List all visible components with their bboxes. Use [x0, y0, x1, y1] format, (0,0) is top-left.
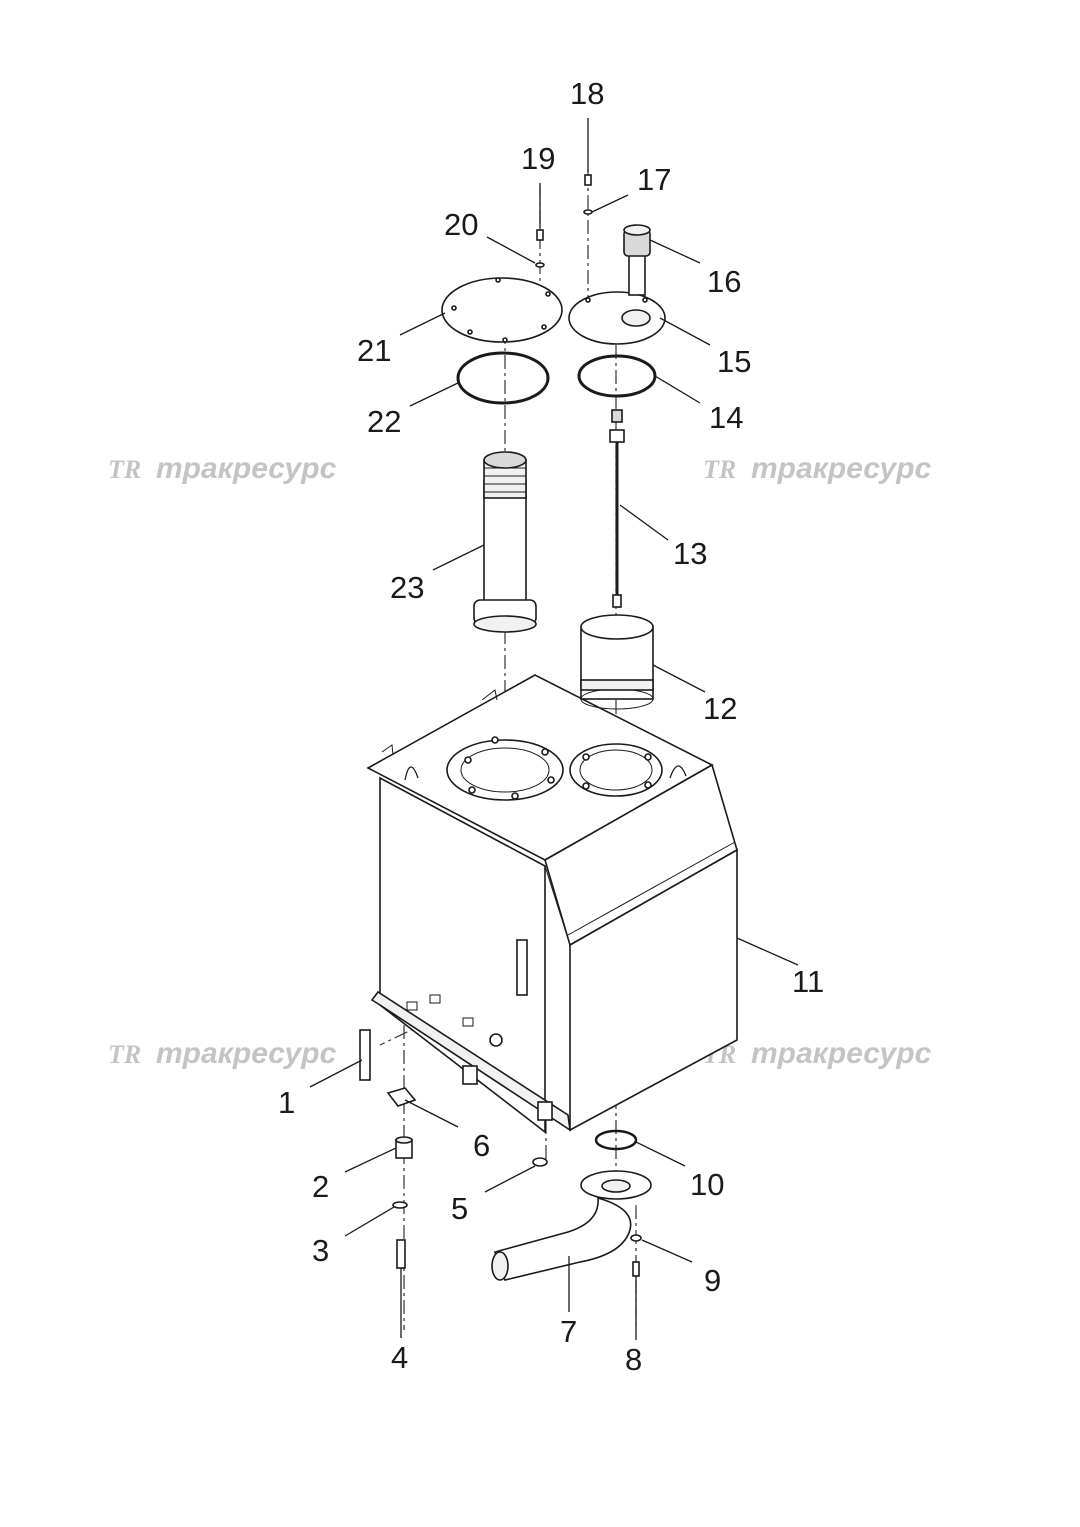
watermark-logo: TR: [108, 455, 141, 484]
bolt-18: [584, 174, 592, 186]
washer-20: [535, 262, 545, 268]
callout-20: 20: [444, 207, 478, 242]
callout-4: 4: [391, 1340, 408, 1375]
watermark-top-right: TR тракресурс: [703, 452, 932, 485]
callout-6: 6: [473, 1128, 490, 1163]
bolt-8: [632, 1261, 640, 1277]
callout-10: 10: [690, 1167, 724, 1202]
watermark-top-left: TR тракресурс: [108, 452, 337, 485]
watermark-bottom-right: TR тракресурс: [703, 1037, 932, 1070]
washer-9: [630, 1234, 642, 1242]
callout-3: 3: [312, 1233, 329, 1268]
watermark-text: тракресурс: [751, 1037, 932, 1070]
callout-1: 1: [278, 1085, 295, 1120]
watermark-text: тракресурс: [751, 452, 932, 485]
gasket-22: [456, 351, 550, 405]
bolt-19: [536, 229, 544, 241]
callout-2: 2: [312, 1169, 329, 1204]
breather-cap-16: [623, 224, 651, 296]
callout-19: 19: [521, 141, 555, 176]
return-filter-12: [580, 614, 654, 710]
callout-16: 16: [707, 264, 741, 299]
watermark-bottom-left: TR тракресурс: [108, 1037, 337, 1070]
bolt-4: [396, 1239, 406, 1269]
callout-23: 23: [390, 570, 424, 605]
watermark-text: тракресурс: [156, 1037, 337, 1070]
hydraulic-tank: [366, 674, 738, 1134]
cover-plate-15: [568, 291, 666, 345]
callout-5: 5: [451, 1191, 468, 1226]
callout-13: 13: [673, 536, 707, 571]
callout-12: 12: [703, 691, 737, 726]
cover-plate-21: [441, 277, 563, 343]
callout-17: 17: [637, 162, 671, 197]
callout-11: 11: [792, 964, 824, 999]
watermark-logo: TR: [703, 455, 736, 484]
washer-5: [532, 1157, 548, 1167]
washer-3: [392, 1201, 408, 1209]
bracket-1: [359, 1029, 371, 1081]
callout-7: 7: [560, 1314, 577, 1349]
filter-rod-13: [609, 409, 625, 608]
suction-pipe-7: [491, 1170, 652, 1281]
callout-21: 21: [357, 333, 391, 368]
callout-labels: 1 2 3 4 5 6 7 8 9 10 11 12 13 14 15 16 1…: [278, 76, 824, 1377]
callout-14: 14: [709, 400, 743, 435]
washer-17: [583, 209, 593, 215]
callout-15: 15: [717, 344, 751, 379]
watermark-text: тракресурс: [156, 452, 337, 485]
o-ring-10: [594, 1129, 638, 1151]
spacer-2: [395, 1136, 413, 1159]
callout-9: 9: [704, 1263, 721, 1298]
gasket-14: [577, 354, 657, 398]
callout-22: 22: [367, 404, 401, 439]
callout-18: 18: [570, 76, 604, 111]
suction-strainer-23: [473, 451, 537, 633]
watermark-logo: TR: [108, 1040, 141, 1069]
leader-lines: [309, 118, 799, 1340]
callout-8: 8: [625, 1342, 642, 1377]
